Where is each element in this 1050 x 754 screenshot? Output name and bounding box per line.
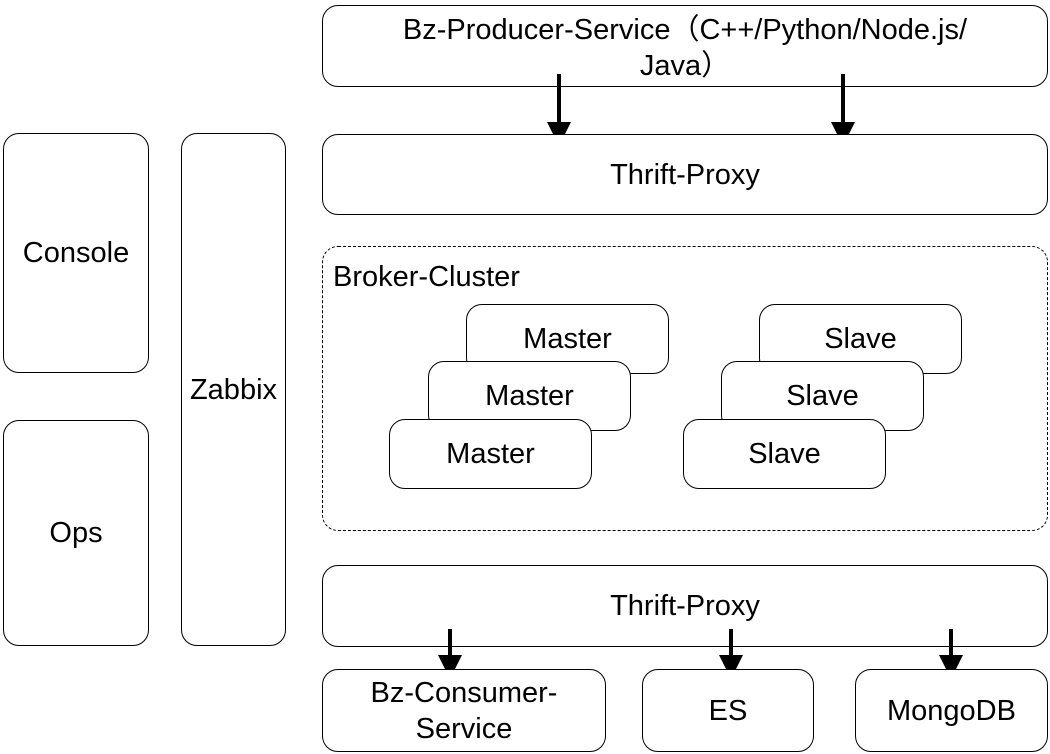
console-box: Console [3, 133, 149, 373]
zabbix-label: Zabbix [189, 373, 278, 406]
broker-cluster-container [322, 246, 1048, 531]
ops-box: Ops [3, 420, 149, 646]
bz-consumer-service-label: Bz-Consumer- Service [370, 676, 558, 745]
zabbix-box: Zabbix [181, 133, 286, 646]
producer-service-label: Bz-Producer-Service（C++/Python/Node.js/ … [402, 14, 968, 82]
slave-node-label: Slave [786, 380, 859, 412]
mongodb-label: MongoDB [887, 694, 1016, 727]
slave-node-label: Slave [748, 438, 821, 470]
master-node-label: Master [446, 438, 535, 470]
master-node-label: Master [523, 323, 612, 355]
mongodb-box: MongoDB [855, 669, 1048, 752]
console-label: Console [22, 237, 130, 269]
thrift-proxy-bottom-label: Thrift-Proxy [610, 590, 760, 622]
es-box: ES [642, 669, 814, 752]
master-node-front: Master [389, 419, 592, 489]
master-node-label: Master [485, 380, 574, 412]
thrift-proxy-bottom: Thrift-Proxy [322, 565, 1048, 647]
broker-cluster-label: Broker-Cluster [333, 261, 520, 293]
bz-consumer-service-box: Bz-Consumer- Service [322, 669, 606, 752]
es-label: ES [708, 694, 748, 727]
thrift-proxy-top-label: Thrift-Proxy [610, 158, 760, 191]
ops-label: Ops [49, 517, 103, 549]
slave-node-front: Slave [683, 419, 886, 489]
producer-service-box: Bz-Producer-Service（C++/Python/Node.js/ … [322, 5, 1048, 87]
slave-node-label: Slave [824, 323, 897, 355]
thrift-proxy-top: Thrift-Proxy [322, 134, 1048, 215]
